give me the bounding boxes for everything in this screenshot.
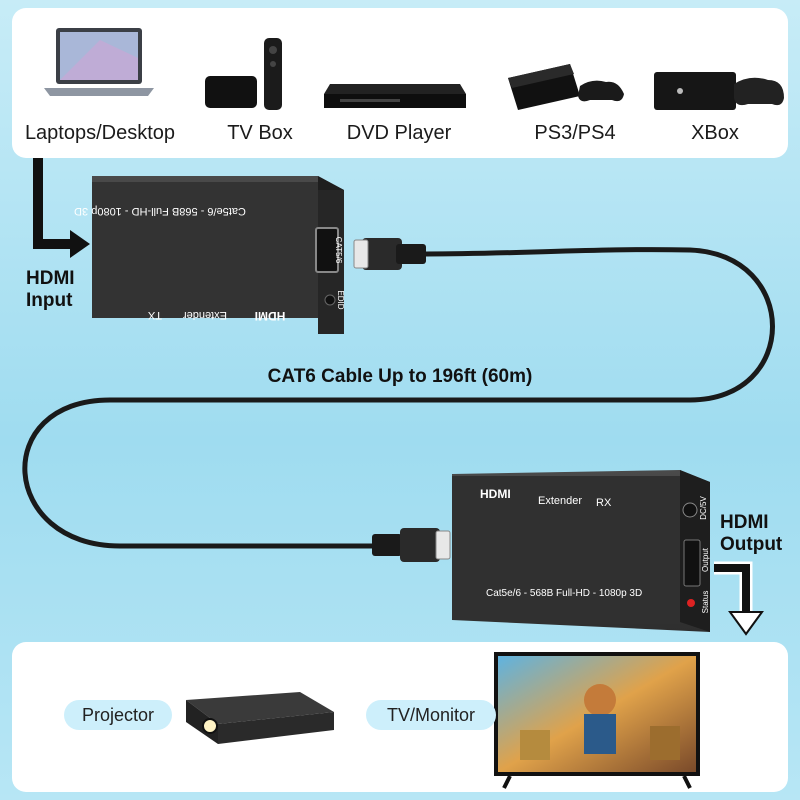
rj45-connector-tx xyxy=(353,238,426,270)
dvd-player-icon xyxy=(324,84,466,108)
projector-icon xyxy=(186,692,334,744)
tx-extender-text: Extender xyxy=(183,309,227,321)
laptop-icon xyxy=(44,28,154,96)
tx-brand-text: HDMI xyxy=(255,309,286,323)
source-label-dvd-player: DVD Player xyxy=(346,122,452,144)
rj45-connector-rx xyxy=(372,528,451,562)
tx-edid-button xyxy=(324,294,336,306)
xbox-icon xyxy=(654,72,784,110)
game-console-icon xyxy=(508,64,624,110)
tx-rj45-port xyxy=(315,227,339,273)
rx-brand-text: HDMI xyxy=(480,487,511,501)
tv-monitor-icon xyxy=(494,652,700,789)
output-arrow-icon xyxy=(728,611,764,636)
rx-role-text: RX xyxy=(596,497,612,509)
source-label-tv-box: TV Box xyxy=(227,122,293,144)
tx-edid-label: EDID xyxy=(336,290,345,309)
rx-output-label: Output xyxy=(701,547,710,572)
cable-length-label: CAT6 Cable Up to 196ft (60m) xyxy=(267,366,533,387)
rx-status-label: Status xyxy=(701,591,710,614)
tx-role-text: TX xyxy=(147,309,162,321)
cat6-cable xyxy=(22,247,775,549)
display-label-projector: Projector xyxy=(64,700,172,730)
hdmi-output-label: HDMI Output xyxy=(720,512,783,555)
rx-spec-text: Cat5e/6 - 568B Full-HD - 1080p 3D xyxy=(486,588,642,599)
input-arrow-icon xyxy=(70,230,90,258)
source-label-ps: PS3/PS4 xyxy=(534,122,616,144)
rx-port-label: DC/5V xyxy=(699,496,708,520)
tx-spec-text: Cat5e/6 - 568B Full-HD - 1080p 3D xyxy=(74,205,246,217)
display-label-tv-monitor: TV/Monitor xyxy=(366,700,496,730)
rx-hdmi-port xyxy=(683,539,701,587)
tx-port-label: CAT5/6 xyxy=(334,237,343,264)
tx-extender-unit: Cat5e/6 - 568B Full-HD - 1080p 3D HDMI E… xyxy=(74,176,345,334)
hdmi-input-label: HDMI Input xyxy=(26,268,75,311)
source-label-xbox: XBox xyxy=(691,122,739,144)
rx-extender-text: Extender xyxy=(538,495,582,507)
tv-box-icon xyxy=(205,38,282,110)
rx-extender-unit: HDMI Extender RX Cat5e/6 - 568B Full-HD … xyxy=(452,470,710,632)
source-label-laptops: Laptops/Desktop xyxy=(24,122,176,144)
rx-status-led xyxy=(687,599,695,607)
rx-power-port xyxy=(682,502,698,518)
